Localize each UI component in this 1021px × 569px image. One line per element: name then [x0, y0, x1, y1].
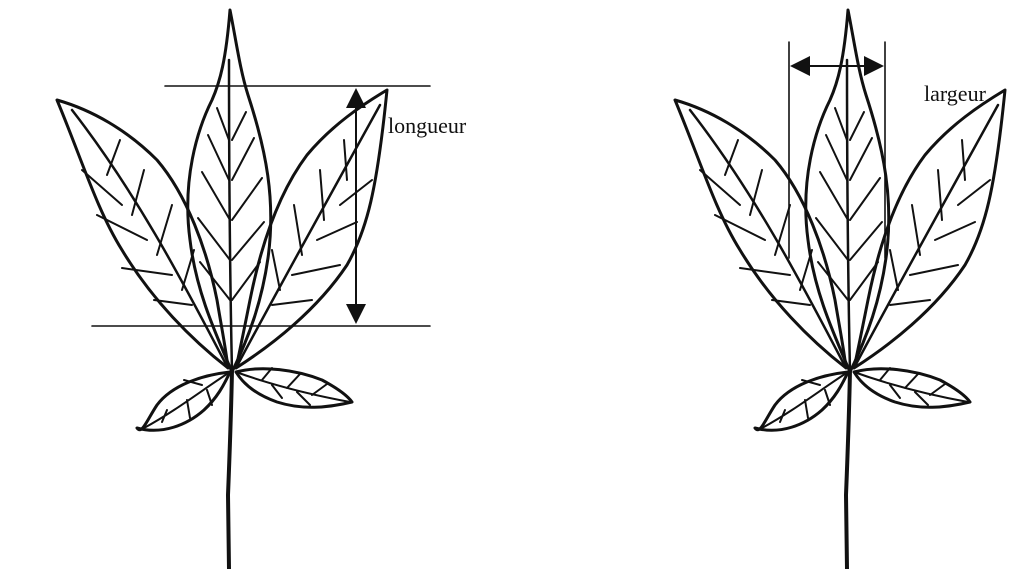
width-label: largeur	[924, 81, 987, 106]
leaf-left	[57, 10, 387, 569]
arrow-right-icon	[864, 56, 884, 76]
arrow-down-icon	[346, 304, 366, 324]
length-label: longueur	[388, 113, 467, 138]
arrow-up-icon	[346, 88, 366, 108]
arrow-left-icon	[790, 56, 810, 76]
